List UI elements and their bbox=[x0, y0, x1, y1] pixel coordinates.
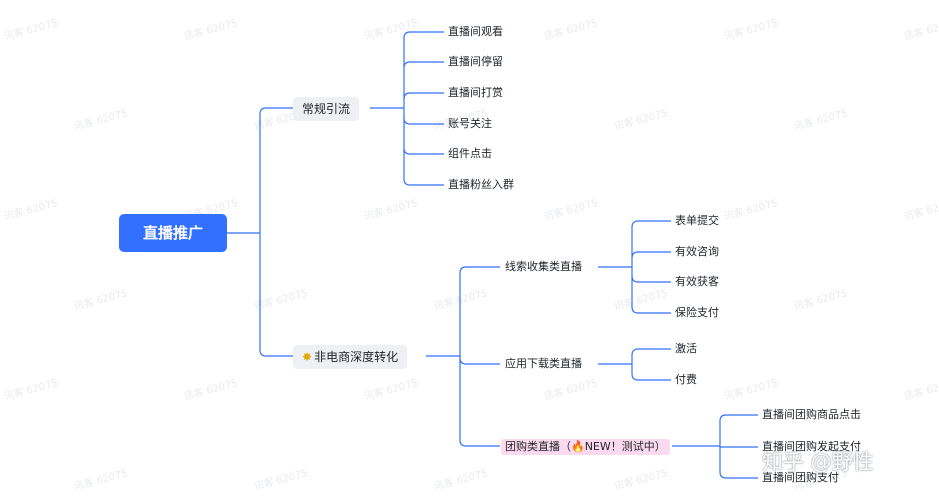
connector-line bbox=[631, 373, 671, 381]
leaf-item[interactable]: 直播粉丝入群 bbox=[448, 178, 514, 191]
branch-regular-traffic[interactable]: 常规引流 bbox=[293, 97, 360, 121]
connector-line bbox=[631, 251, 671, 259]
watermark-text: 讯客 62075 bbox=[252, 466, 308, 493]
watermark-text: 讯客 62075 bbox=[902, 376, 939, 403]
connector-line bbox=[631, 348, 671, 356]
leaf-item[interactable]: 直播间观看 bbox=[448, 25, 503, 38]
connector-line bbox=[631, 275, 671, 283]
connector-line bbox=[403, 178, 444, 186]
watermark-text: 讯客 62075 bbox=[182, 376, 238, 403]
leaf-item[interactable]: 有效获客 bbox=[675, 275, 719, 288]
watermark-text: 讯客 62075 bbox=[542, 16, 598, 43]
watermark-text: 讯客 62075 bbox=[362, 196, 418, 223]
leaf-item[interactable]: 付费 bbox=[675, 373, 697, 386]
connector-line bbox=[403, 61, 444, 69]
watermark-text: 讯客 62075 bbox=[612, 106, 668, 133]
watermark-text: 讯客 62075 bbox=[792, 286, 848, 313]
leaf-item[interactable]: 账号关注 bbox=[448, 117, 492, 130]
leaf-item[interactable]: 保险支付 bbox=[675, 306, 719, 319]
watermark-text: 讯客 62075 bbox=[2, 196, 58, 223]
branch-label: 非电商深度转化 bbox=[314, 350, 399, 364]
leaf-item[interactable]: 激活 bbox=[675, 342, 697, 355]
branch-non-ecommerce-conversion[interactable]: ✸非电商深度转化 bbox=[293, 345, 408, 369]
leaf-item[interactable]: 有效咨询 bbox=[675, 245, 719, 258]
watermark-text: 讯客 62075 bbox=[362, 376, 418, 403]
leaf-item[interactable]: 直播间停留 bbox=[448, 55, 503, 68]
connector-line bbox=[259, 349, 293, 357]
watermark-text: 讯客 62075 bbox=[432, 466, 488, 493]
watermark-text: 讯客 62075 bbox=[72, 466, 128, 493]
connector-line bbox=[403, 147, 444, 155]
watermark-text: 讯客 62075 bbox=[542, 376, 598, 403]
watermark-text: 讯客 62075 bbox=[722, 196, 778, 223]
connector-line bbox=[459, 357, 500, 365]
connector-line bbox=[403, 92, 444, 100]
watermark-text: 讯客 62075 bbox=[792, 106, 848, 133]
watermark-text: 讯客 62075 bbox=[722, 376, 778, 403]
watermark-text: 讯客 62075 bbox=[722, 16, 778, 43]
sub-lead-collection[interactable]: 线索收集类直播 bbox=[505, 260, 582, 273]
leaf-item[interactable]: 直播间团购支付 bbox=[762, 471, 839, 484]
leaf-item[interactable]: 组件点击 bbox=[448, 147, 492, 160]
connector-line bbox=[459, 266, 500, 274]
connector-line bbox=[403, 31, 444, 39]
watermark-text: 讯客 62075 bbox=[182, 16, 238, 43]
connector-line bbox=[631, 306, 671, 314]
connector-line bbox=[459, 439, 500, 447]
watermark-text: 讯客 62075 bbox=[72, 106, 128, 133]
watermark-text: 讯客 62075 bbox=[612, 466, 668, 493]
leaf-item[interactable]: 直播间团购商品点击 bbox=[762, 408, 861, 421]
root-label: 直播推广 bbox=[142, 224, 203, 242]
watermark-text: 讯客 62075 bbox=[902, 196, 939, 223]
leaf-item[interactable]: 表单提交 bbox=[675, 214, 719, 227]
watermark-text: 讯客 62075 bbox=[542, 196, 598, 223]
watermark-text: 讯客 62075 bbox=[902, 16, 939, 43]
watermark-text: 讯客 62075 bbox=[612, 286, 668, 313]
watermark-text: 讯客 62075 bbox=[252, 286, 308, 313]
attribution-watermark: 知乎 @野性 bbox=[762, 450, 874, 474]
connector-line bbox=[403, 117, 444, 125]
branch-label: 常规引流 bbox=[302, 102, 351, 116]
connector-line bbox=[631, 220, 671, 228]
root-node[interactable]: 直播推广 bbox=[119, 214, 227, 252]
sparkle-icon: ✸ bbox=[302, 350, 313, 364]
watermark-text: 讯客 62075 bbox=[2, 16, 58, 43]
watermark-text: 讯客 62075 bbox=[2, 376, 58, 403]
connector-line bbox=[259, 107, 293, 115]
leaf-item[interactable]: 直播间团购发起支付 bbox=[762, 440, 861, 453]
sub-app-download[interactable]: 应用下载类直播 bbox=[505, 357, 582, 370]
watermark-text: 讯客 62075 bbox=[362, 16, 418, 43]
sub-group-buying[interactable]: 团购类直播（🔥NEW！测试中） bbox=[501, 439, 670, 455]
watermark-text: 讯客 62075 bbox=[432, 286, 488, 313]
leaf-item[interactable]: 直播间打赏 bbox=[448, 86, 503, 99]
connector-line bbox=[719, 471, 758, 479]
connector-line bbox=[719, 414, 758, 422]
watermark-text: 讯客 62075 bbox=[72, 286, 128, 313]
